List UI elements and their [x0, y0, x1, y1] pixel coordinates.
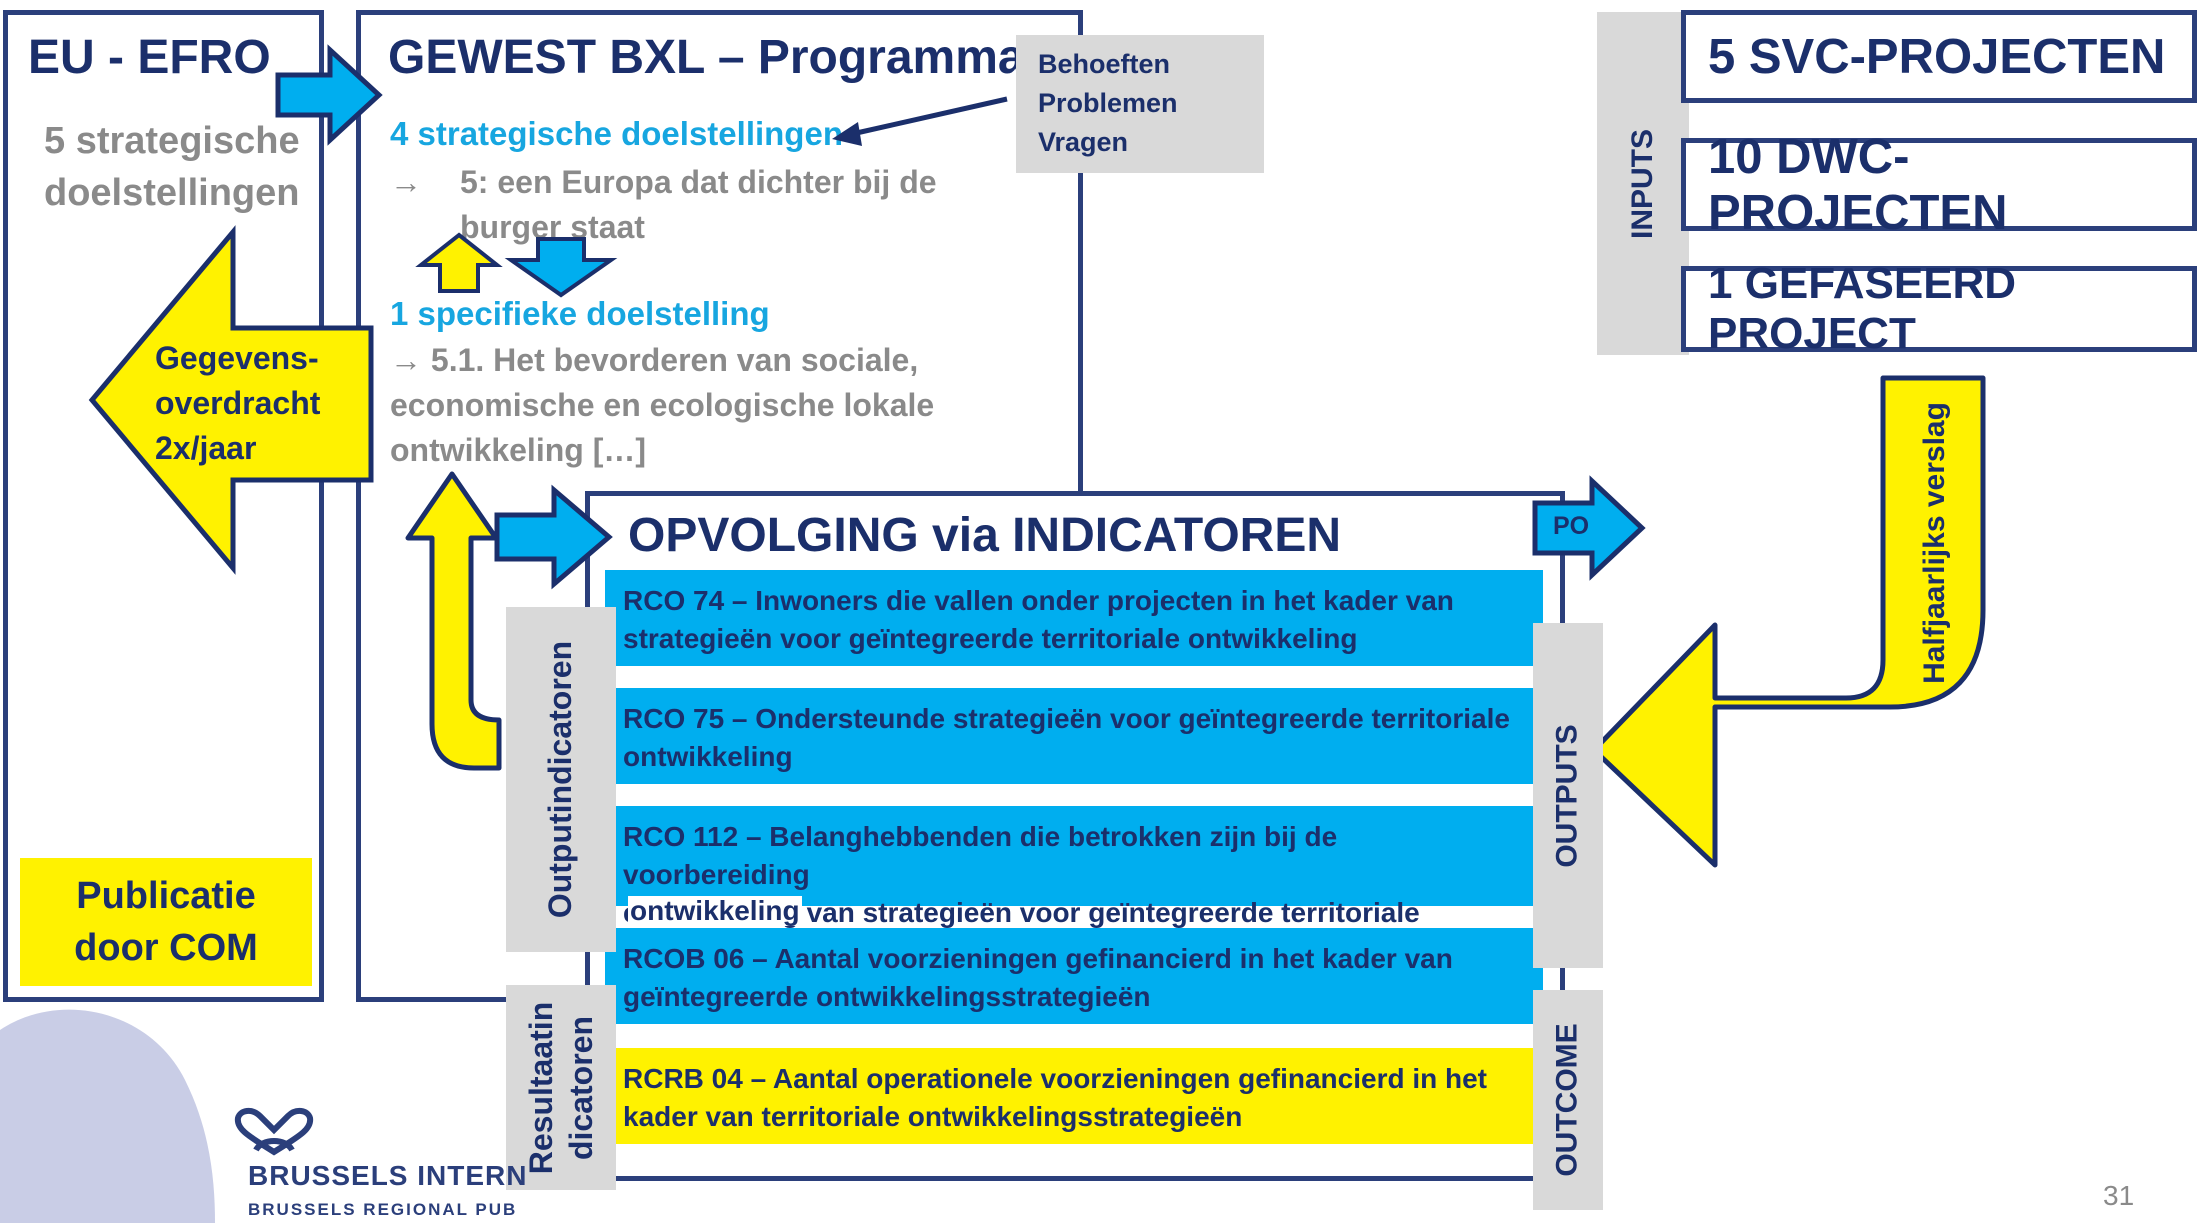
publicatie-box: Publicatie door COM: [20, 858, 312, 986]
gegevensoverdracht-arrow: [88, 225, 374, 575]
gegevens-line1: Gegevens-: [155, 340, 319, 376]
gegevensoverdracht-label: Gegevens- overdracht 2x/jaar: [155, 336, 320, 471]
resultaatindicatoren-label: Resultaatin dicatoren: [521, 1001, 601, 1173]
publicatie-line1: Publicatie: [76, 875, 256, 917]
decorative-blob: [0, 1009, 215, 1223]
indicator-line: strategieën voor geïntegreerde territori…: [623, 623, 1358, 654]
indicator-line: RCO 74 – Inwoners die vallen onder proje…: [623, 585, 1454, 616]
indicator-line: RCO 75 – Ondersteunde strategieën voor g…: [623, 703, 1510, 734]
project-box-dwc: 10 DWC-PROJECTEN: [1681, 130, 2197, 240]
spec-item-line3: ontwikkeling […]: [390, 432, 646, 468]
publicatie-line2: door COM: [74, 927, 258, 969]
behoeften-line1: Behoeften: [1038, 49, 1171, 79]
indicator-line: geïntegreerde ontwikkelingsstrategieën: [623, 981, 1151, 1012]
strat-heading: 4 strategische doelstellingen: [390, 115, 843, 152]
arrow-right-icon: →: [390, 164, 422, 200]
gegevens-line3: 2x/jaar: [155, 430, 257, 466]
opvolging-title: OPVOLGING via INDICATOREN: [628, 509, 1341, 562]
gewest-title: GEWEST BXL – Programma: [388, 31, 1025, 84]
halfjaarlijks-label: Halfjaarlijks verslag: [1918, 402, 1951, 684]
arrow-right-icon: →: [390, 342, 422, 378]
halfjaarlijks-label-box: Halfjaarlijks verslag: [1890, 384, 1980, 702]
outputindicatoren-label: Outputindicatoren: [542, 640, 579, 919]
indicator-rco75: RCO 75 – Ondersteunde strategieën voor g…: [605, 688, 1543, 784]
spec-item-line2: economische en ecologische lokale: [390, 387, 935, 423]
project-box-gefaseerd: 1 GEFASEERD PROJECT: [1681, 259, 2197, 358]
outcome-label-box: OUTCOME: [1533, 990, 1603, 1210]
brussels-heart-logo-icon: [234, 1108, 314, 1156]
indicator-rco74: RCO 74 – Inwoners die vallen onder proje…: [605, 570, 1543, 666]
indicator-line: kader van territoriale ontwikkelingsstra…: [623, 1101, 1243, 1132]
indicator-rco112: RCO 112 – Belanghebbenden die betrokken …: [605, 806, 1543, 928]
po-label: PO: [1553, 512, 1590, 540]
outcome-label: OUTCOME: [1551, 1023, 1585, 1177]
outputs-label-box: OUTPUTS: [1533, 623, 1603, 968]
gewest-to-opvolging-arrow: [494, 484, 613, 590]
inputs-label-box: INPUTS: [1597, 12, 1689, 355]
eu-to-gewest-arrow: [275, 44, 383, 146]
project-gefaseerd-label: 1 GEFASEERD PROJECT: [1708, 259, 2017, 358]
resultaat-line2: dicatoren: [563, 1015, 600, 1160]
indicator-line: RCO 112 – Belanghebbenden die betrokken …: [623, 821, 1338, 890]
eu-efro-panel: [3, 10, 324, 1002]
indicator-rcrb04: RCRB 04 – Aantal operationele voorzienin…: [605, 1048, 1543, 1144]
indicator-rco112-line3: ontwikkeling: [628, 895, 802, 926]
eu-title: EU - EFRO: [28, 31, 271, 84]
up-arrow-icon: [415, 232, 503, 293]
spec-item: → 5.1. Het bevorderen van sociale, econo…: [390, 338, 934, 473]
po-arrow: [1532, 475, 1646, 581]
behoeften-line2: Problemen: [1038, 88, 1178, 118]
spec-heading: 1 specifieke doelstelling: [390, 295, 770, 332]
indicator-line: ontwikkeling: [623, 741, 793, 772]
halfjaarlijks-verslag-arrow: [1591, 375, 1986, 868]
eu-subtitle-line1: 5 strategische: [44, 120, 300, 162]
outputindicatoren-label-box: Outputindicatoren: [506, 607, 616, 952]
indicator-line: RCRB 04 – Aantal operationele voorzienin…: [623, 1063, 1488, 1094]
inputs-label: INPUTS: [1626, 128, 1660, 239]
project-box-svc: 5 SVC-PROJECTEN: [1681, 10, 2197, 103]
eu-subtitle-line2: doelstellingen: [44, 172, 300, 214]
spec-item-line1: 5.1. Het bevorderen van sociale,: [430, 342, 919, 378]
logo-line2: BRUSSELS REGIONAL PUB: [248, 1200, 518, 1219]
logo-line1: BRUSSELS INTERN: [248, 1160, 528, 1191]
resultaat-line1: Resultaatin: [523, 1001, 560, 1174]
resultaatindicatoren-label-box: Resultaatin dicatoren: [506, 985, 616, 1190]
strat-item-line1: 5: een Europa dat dichter bij de: [460, 164, 937, 200]
page-number: 31: [2103, 1180, 2135, 1211]
down-arrow-icon: [504, 237, 618, 298]
indicator-line: RCOB 06 – Aantal voorzieningen gefinanci…: [623, 943, 1453, 974]
eu-subtitle: 5 strategische doelstellingen: [44, 115, 300, 219]
behoeften-box: Behoeften Problemen Vragen: [1016, 35, 1264, 173]
outputs-label: OUTPUTS: [1551, 723, 1584, 868]
behoeften-line3: Vragen: [1038, 127, 1129, 157]
project-svc-label: 5 SVC-PROJECTEN: [1708, 29, 2166, 84]
indicator-rcob06: RCOB 06 – Aantal voorzieningen gefinanci…: [605, 928, 1543, 1024]
gegevens-line2: overdracht: [155, 385, 321, 421]
project-dwc-label: 10 DWC-PROJECTEN: [1708, 129, 2008, 240]
feedback-up-arrow: [405, 471, 502, 771]
